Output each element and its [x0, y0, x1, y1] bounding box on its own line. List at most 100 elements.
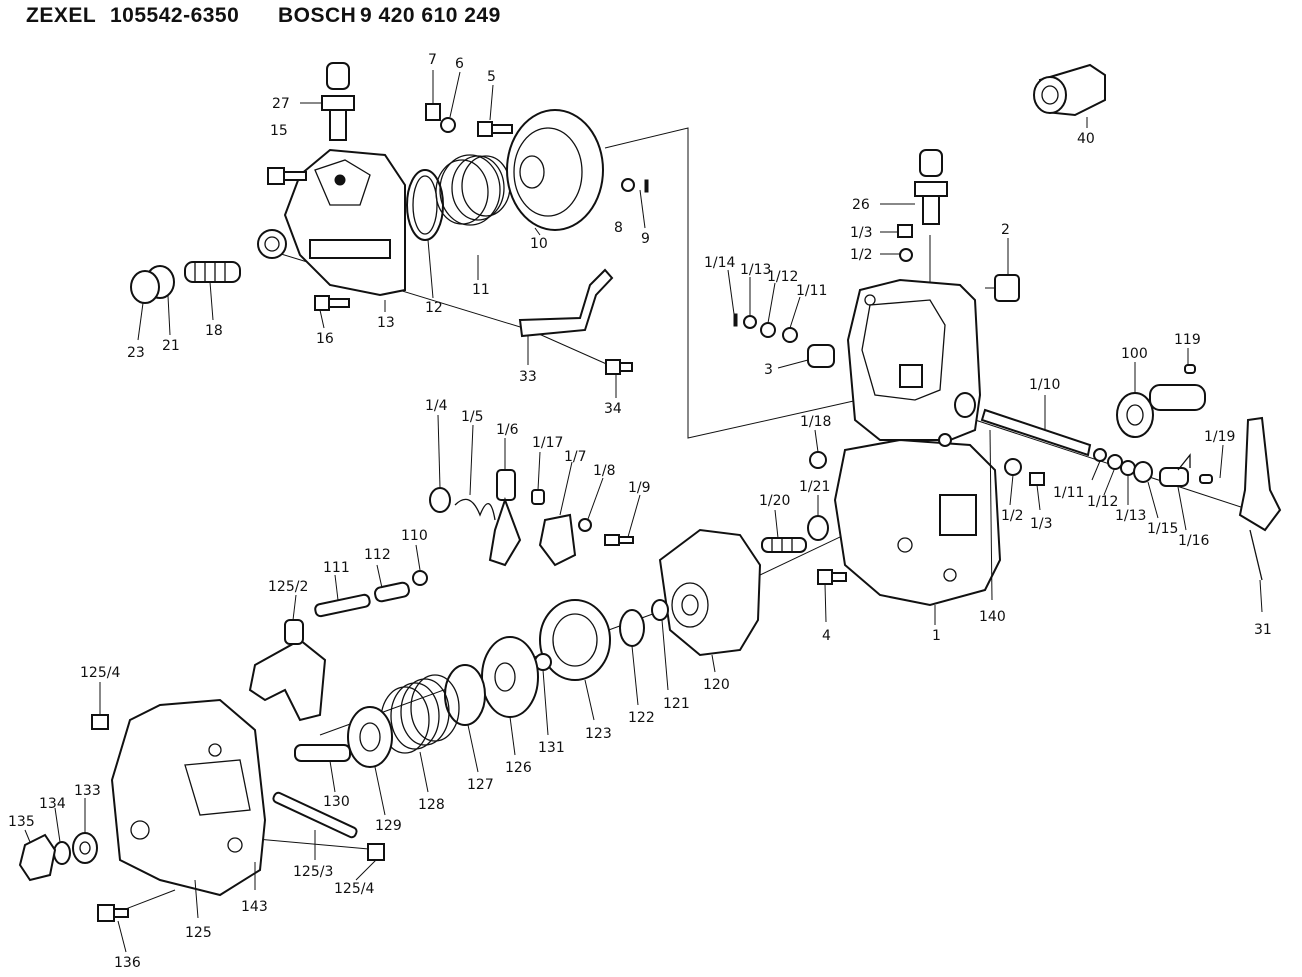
label-1-4: 1/4	[425, 398, 448, 414]
label-13: 13	[377, 315, 395, 331]
label-8: 8	[614, 220, 623, 236]
retainer-129	[347, 706, 393, 768]
screw-125-4-bottom	[367, 843, 385, 861]
label-1-19: 1/19	[1204, 429, 1235, 445]
washer-8	[621, 178, 635, 192]
spring-seat-130	[294, 744, 351, 762]
label-128: 128	[418, 797, 445, 813]
label-3: 3	[764, 362, 773, 378]
spring-1-20	[761, 537, 807, 553]
label-21: 21	[162, 338, 180, 354]
label-1-9: 1/9	[628, 480, 651, 496]
label-1: 1	[932, 628, 941, 644]
label-33: 33	[519, 369, 537, 385]
label-1-12-right: 1/12	[1087, 494, 1118, 510]
label-125-2: 125/2	[268, 579, 308, 595]
linkage-1-4-to-1-9	[429, 469, 634, 567]
flyweight-carrier-120	[658, 528, 762, 657]
nut-40	[1033, 63, 1106, 117]
o-ring-127	[444, 664, 486, 726]
label-125: 125	[185, 925, 212, 941]
rod-111	[314, 593, 371, 618]
banjo-bolt-26	[914, 149, 948, 225]
sleeve-122	[619, 609, 645, 647]
label-5: 5	[487, 69, 496, 85]
label-23: 23	[127, 345, 145, 361]
assembly-guide-lines	[117, 127, 1251, 913]
header-part-number-bosch: 9 420 610 249	[360, 4, 501, 27]
label-2: 2	[1001, 222, 1010, 238]
label-1-2-top: 1/2	[850, 247, 873, 263]
label-1-17: 1/17	[532, 435, 563, 451]
screw-16	[314, 295, 350, 311]
label-26: 26	[852, 197, 870, 213]
label-15: 15	[270, 123, 288, 139]
label-10: 10	[530, 236, 548, 252]
cover-plate-123	[539, 599, 611, 681]
bushing-119	[1149, 364, 1206, 411]
lever-100	[1116, 392, 1154, 438]
label-40: 40	[1077, 131, 1095, 147]
screw-5	[477, 121, 513, 137]
label-129: 129	[375, 818, 402, 834]
label-1-2: 1/2	[1001, 508, 1024, 524]
cap-23	[130, 270, 160, 304]
label-143: 143	[241, 899, 268, 915]
label-16: 16	[316, 331, 334, 347]
header-brand-bosch: BOSCH	[278, 4, 357, 27]
washer-6	[440, 117, 456, 133]
screw-1-3-top	[897, 224, 913, 238]
diaphragm-cover-10	[506, 109, 604, 231]
lever-125-2	[248, 619, 327, 722]
label-1-18: 1/18	[800, 414, 831, 430]
rod-125-3	[272, 791, 358, 839]
screw-1-3	[1029, 472, 1045, 486]
header-brand-zexel: ZEXEL	[26, 4, 97, 27]
label-1-14: 1/14	[704, 255, 736, 271]
seals-1-11-to-1-14	[733, 313, 798, 343]
label-112: 112	[364, 547, 391, 563]
label-1-11: 1/11	[796, 283, 827, 299]
plug-3	[807, 344, 835, 368]
label-133: 133	[74, 783, 101, 799]
label-111: 111	[323, 560, 350, 576]
lower-governor-housing	[833, 438, 1002, 607]
plug-2	[985, 274, 1020, 302]
label-1-5: 1/5	[461, 409, 484, 425]
label-134: 134	[39, 796, 66, 812]
governor-housing	[846, 278, 982, 441]
washer-near-1-10	[938, 433, 952, 447]
screw-136	[97, 904, 129, 922]
label-125-3: 125/3	[293, 864, 333, 880]
seals-1-11-to-1-16-right	[1093, 448, 1191, 487]
label-130: 130	[323, 794, 350, 810]
label-27: 27	[272, 96, 290, 112]
lever-31	[1238, 416, 1282, 581]
label-136: 136	[114, 955, 141, 971]
screw-125-4-top	[91, 714, 109, 730]
label-12: 12	[425, 300, 443, 316]
label-1-13-right: 1/13	[1115, 508, 1146, 524]
label-1-15: 1/15	[1147, 521, 1178, 537]
label-126: 126	[505, 760, 532, 776]
nut-7	[425, 103, 441, 121]
spring-11	[435, 154, 511, 226]
screw-15	[267, 167, 307, 185]
label-1-13: 1/13	[740, 262, 771, 278]
disc-126	[481, 636, 539, 718]
label-135: 135	[8, 814, 35, 830]
label-119: 119	[1174, 332, 1201, 348]
end-housing-125	[110, 698, 267, 897]
label-120: 120	[703, 677, 730, 693]
label-121: 121	[663, 696, 690, 712]
label-1-20: 1/20	[759, 493, 790, 509]
label-34: 34	[604, 401, 622, 417]
label-1-16: 1/16	[1178, 533, 1210, 549]
label-125-4-bottom: 125/4	[334, 881, 374, 897]
label-122: 122	[628, 710, 655, 726]
label-131: 131	[538, 740, 565, 756]
spring-18	[184, 261, 241, 283]
label-1-3-top: 1/3	[850, 225, 873, 241]
header-part-number-zexel: 105542-6350	[110, 4, 240, 27]
